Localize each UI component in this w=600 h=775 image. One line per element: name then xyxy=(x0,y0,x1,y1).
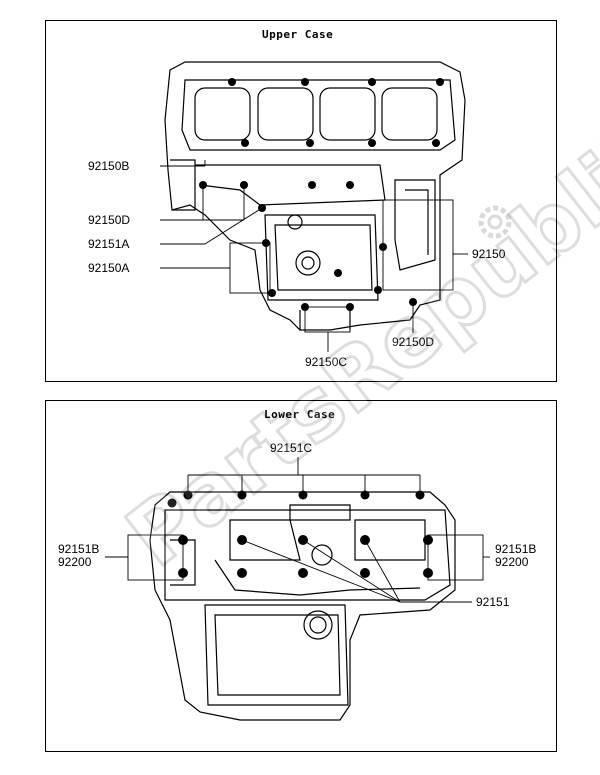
callout-92150c: 92150C xyxy=(305,355,348,369)
lower-leader-lines xyxy=(105,457,490,603)
lower-crankcase-outline xyxy=(149,491,456,721)
lower-bolts xyxy=(167,490,433,578)
callout-92150d-right: 92150D xyxy=(392,335,435,349)
upper-case-title: Upper Case xyxy=(262,28,334,41)
callout-92200-right: 92200 xyxy=(495,555,529,569)
callout-92150d-left: 92150D xyxy=(88,213,131,227)
callout-92151a: 92151A xyxy=(88,237,130,251)
lower-case-title: Lower Case xyxy=(264,408,336,421)
upper-bolts xyxy=(199,78,444,311)
upper-leader-lines xyxy=(160,160,468,352)
callout-92200-left: 92200 xyxy=(58,555,92,569)
callout-92150a: 92150A xyxy=(88,261,130,275)
callout-92150b: 92150B xyxy=(88,159,130,173)
callout-92151: 92151 xyxy=(476,595,510,609)
callout-92151c: 92151C xyxy=(270,441,313,455)
callout-92150: 92150 xyxy=(472,247,506,261)
callout-92151b-left: 92151B xyxy=(58,542,100,556)
upper-crankcase-outline xyxy=(164,61,466,331)
callout-92151b-right: 92151B xyxy=(495,542,537,556)
